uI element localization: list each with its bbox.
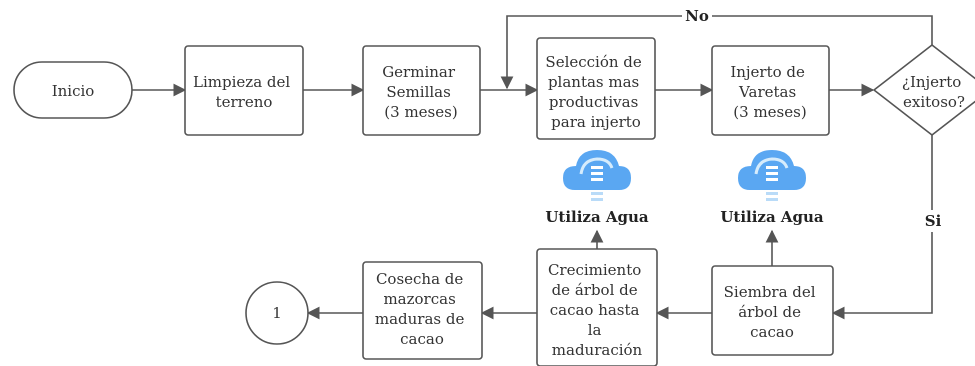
water-label-1: Utiliza Agua (545, 208, 649, 226)
offpage-connector (245, 281, 309, 345)
germinate-label-line: Semillas (386, 83, 450, 101)
clear-label-line: Limpieza del (193, 73, 290, 91)
connector-label: 1 (272, 304, 282, 322)
no-label-bg (682, 6, 712, 26)
select-label-line: Selección de (545, 53, 641, 71)
graft-label: Injerto de Varetas (3 meses) (730, 63, 809, 121)
graft-label-line: Injerto de (730, 63, 805, 81)
germinate-label-line: (3 meses) (384, 103, 457, 121)
cloud-storage-icon (563, 150, 631, 201)
process-grow-box (536, 248, 658, 366)
grow-label: Crecimiento de árbol de cacao hasta la m… (548, 261, 646, 359)
connector-label-line: 1 (272, 304, 282, 322)
process-select-box (536, 37, 656, 140)
select-label-line: para injerto (551, 113, 641, 131)
harvest-label-line: Cosecha de (376, 270, 463, 288)
grow-label-line: cacao hasta (550, 301, 640, 319)
select-label-line: productivas (549, 93, 638, 111)
node-texts: Inicio Limpieza del terreno Germinar Sem… (52, 53, 966, 359)
start-label: Inicio (52, 82, 95, 100)
graft-label-line: Varetas (738, 83, 796, 101)
harvest-label-line: maduras de (375, 310, 465, 328)
decision-label: ¿Injerto exitoso? (902, 73, 966, 111)
cloud-storage-icon (738, 150, 806, 201)
sow-label: Siembra del árbol de cacao (724, 283, 821, 341)
process-sow-box (711, 265, 834, 356)
edge-decision-si-to-sow (831, 135, 933, 320)
sow-label-line: cacao (750, 323, 794, 341)
process-graft-box (711, 45, 830, 136)
harvest-label-line: cacao (400, 330, 444, 348)
process-germinate-box (362, 45, 481, 136)
grow-label-line: de árbol de (552, 281, 638, 299)
edge-decision-no-loop (500, 15, 933, 90)
harvest-label-line: mazorcas (383, 290, 455, 308)
select-label: Selección de plantas mas productivas par… (545, 53, 646, 131)
decision-label-line: ¿Injerto (902, 73, 961, 91)
graft-label-line: (3 meses) (733, 103, 806, 121)
select-label-line: plantas mas (548, 73, 639, 91)
edge-label-no: No (685, 7, 709, 25)
germinate-label-line: Germinar (382, 63, 456, 81)
water-label-2: Utiliza Agua (720, 208, 824, 226)
harvest-label: Cosecha de mazorcas maduras de cacao (375, 270, 469, 348)
process-harvest-box (362, 261, 483, 360)
grow-label-line: Crecimiento (548, 261, 641, 279)
germinate-label: Germinar Semillas (3 meses) (382, 63, 460, 121)
sow-label-line: árbol de (738, 303, 801, 321)
clear-label: Limpieza del terreno (193, 73, 295, 111)
clear-label-line: terreno (216, 93, 273, 111)
si-label-bg (920, 210, 946, 232)
grow-label-line: maduración (552, 341, 643, 359)
sow-label-line: Siembra del (724, 283, 816, 301)
process-clear-box (184, 45, 304, 136)
decision-diamond (872, 43, 975, 137)
shapes (13, 37, 975, 366)
start-terminal (13, 61, 133, 119)
connectors (132, 15, 933, 320)
grow-label-line: la (588, 321, 602, 339)
decision-label-line: exitoso? (903, 93, 965, 111)
edge-label-si: Si (925, 212, 942, 230)
start-label-line: Inicio (52, 82, 95, 100)
